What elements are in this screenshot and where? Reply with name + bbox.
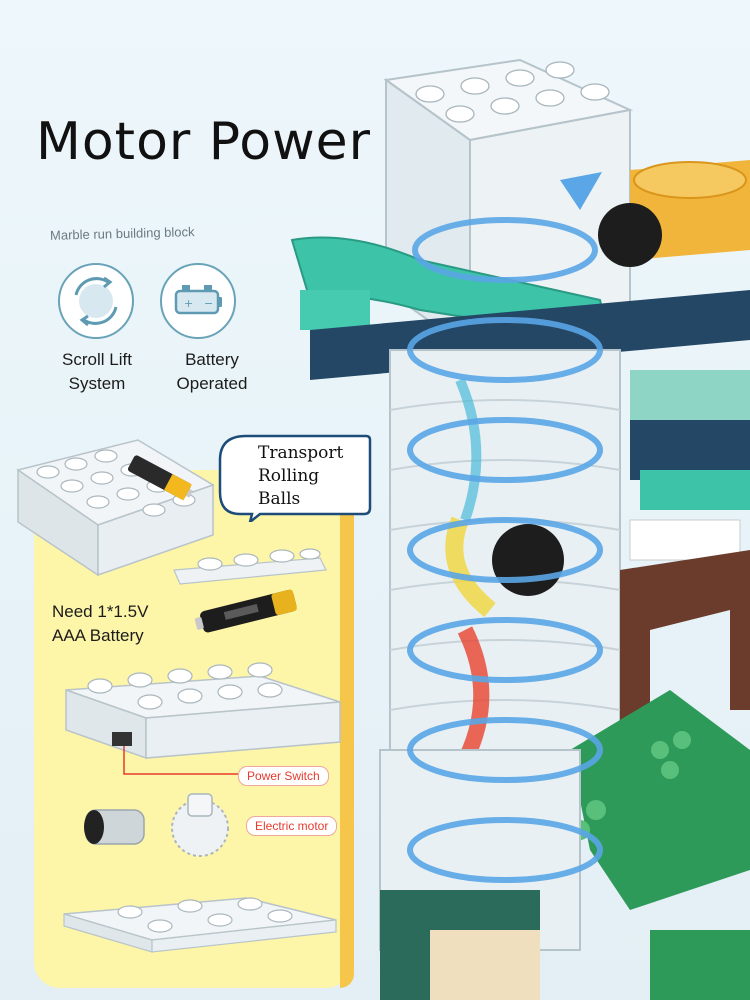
speech-bubble — [218, 434, 372, 522]
battery-requirement-note: Need 1*1.5V AAA Battery — [52, 600, 148, 648]
motor-housing-block — [65, 662, 341, 760]
feature-label-battery: Battery Operated — [162, 348, 262, 396]
clear-block-image — [16, 439, 215, 577]
bubble-line: Transport — [258, 443, 344, 463]
label-line: Battery — [185, 350, 239, 369]
base-plate — [63, 897, 337, 953]
subtitle: Marble run building block — [49, 224, 195, 243]
aaa-battery-image — [194, 589, 297, 633]
power-switch-callout: Power Switch — [238, 766, 329, 786]
scroll-lift-icon — [74, 276, 118, 327]
label-line: Operated — [176, 374, 248, 393]
electric-motor-callout: Electric motor — [246, 816, 338, 836]
speech-bubble-text: Transport Rolling Balls — [258, 442, 343, 511]
electric-motor-image — [84, 793, 229, 857]
feature-label-scroll-lift: Scroll Lift System — [48, 348, 146, 396]
battery-note-line: Need 1*1.5V — [52, 602, 149, 621]
battery-box-block — [8, 430, 220, 580]
callout-line — [123, 746, 238, 775]
svg-text:−: − — [204, 297, 213, 310]
bubble-line: Rolling — [258, 466, 320, 486]
feature-scroll-lift — [58, 263, 134, 339]
label-line: Scroll Lift — [62, 350, 132, 369]
label-line: System — [68, 374, 126, 393]
svg-text:+: + — [184, 297, 193, 310]
bubble-line: Balls — [258, 489, 301, 509]
page-title: Motor Power — [36, 112, 372, 172]
feature-battery: + − — [160, 263, 236, 339]
panel-edge — [340, 470, 354, 988]
marble-run-tower-image — [290, 58, 750, 1000]
battery-note-line: AAA Battery — [52, 626, 144, 645]
battery-icon: + − — [174, 285, 222, 315]
stud-plate — [173, 548, 327, 585]
